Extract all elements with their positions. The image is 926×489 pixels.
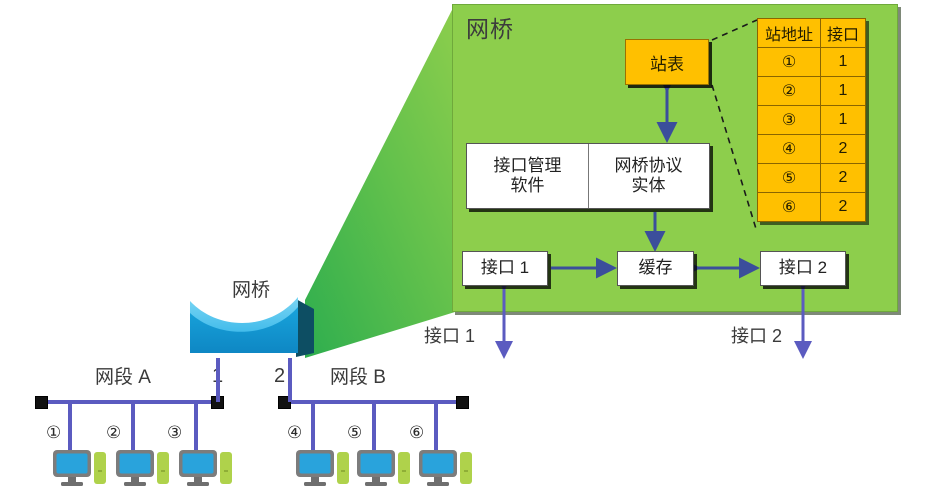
imgmt-line2: 软件 [510, 176, 545, 195]
interface-1-box[interactable]: 接口 1 [462, 251, 548, 286]
cell-port: 2 [820, 134, 866, 164]
label-interface-1: 接口 1 [424, 326, 476, 346]
computer-icon [296, 450, 349, 486]
label-interface-2: 接口 2 [731, 326, 783, 346]
cell-port: 2 [820, 163, 866, 193]
interface-management-software: 接口管理 软件 [467, 144, 589, 208]
cell-station: ① [757, 47, 821, 77]
cell-port: 1 [820, 105, 866, 135]
station-number: ① [46, 423, 62, 442]
computer-icon [419, 450, 472, 486]
bpe-line1: 网桥协议 [614, 155, 683, 175]
cell-station: ② [757, 76, 821, 106]
host-link [68, 402, 72, 450]
table-row: ⑤ 2 [757, 163, 866, 193]
header-station-address: 站地址 [757, 18, 821, 48]
computer-icon [179, 450, 232, 486]
header-interface: 接口 [820, 18, 866, 48]
station-table-box[interactable]: 站表 [625, 39, 709, 85]
label-segment-a: 网段 A [95, 367, 151, 388]
computer-icon [357, 450, 410, 486]
cell-station: ③ [757, 105, 821, 135]
station-number: ④ [287, 423, 303, 442]
table-row: ④ 2 [757, 134, 866, 164]
host-link [311, 402, 315, 450]
interface-2-box[interactable]: 接口 2 [760, 251, 846, 286]
cache-box[interactable]: 缓存 [617, 251, 694, 286]
cell-station: ⑤ [757, 163, 821, 193]
table-row: ② 1 [757, 76, 866, 106]
table-row: ③ 1 [757, 105, 866, 135]
station-number: ③ [167, 423, 183, 442]
cell-port: 1 [820, 76, 866, 106]
cell-port: 1 [820, 47, 866, 77]
host-link [434, 402, 438, 450]
cell-port: 2 [820, 192, 866, 222]
label-segment-b: 网段 B [330, 367, 386, 388]
imgmt-line1: 接口管理 [493, 155, 562, 175]
station-number: ② [106, 423, 122, 442]
label-bridge-icon: 网桥 [232, 280, 271, 301]
panel-title: 网桥 [466, 16, 514, 42]
table-header-row: 站地址 接口 [757, 18, 866, 48]
host-link [131, 402, 135, 450]
station-address-table: 站地址 接口 ① 1 ② 1 ③ 1 ④ 2 ⑤ 2 [757, 18, 866, 222]
table-row: ⑥ 2 [757, 192, 866, 222]
host-link [372, 402, 376, 450]
cell-station: ⑥ [757, 192, 821, 222]
station-number: ⑥ [409, 423, 425, 442]
bridge-port-2-link [288, 358, 292, 402]
table-row: ① 1 [757, 47, 866, 77]
label-port-2: 2 [274, 365, 286, 387]
terminator-a-left [35, 396, 48, 409]
terminator-b-right [456, 396, 469, 409]
cell-station: ④ [757, 134, 821, 164]
computer-icon [116, 450, 169, 486]
computer-icon [53, 450, 106, 486]
terminator-b-left [278, 396, 291, 409]
bpe-line2: 实体 [631, 176, 666, 195]
bridge-port-1-link [216, 358, 220, 402]
host-link [194, 402, 198, 450]
software-entity-box[interactable]: 接口管理 软件 网桥协议 实体 [466, 143, 710, 209]
station-number: ⑤ [347, 423, 363, 442]
bridge-device-icon [190, 297, 314, 357]
bridge-protocol-entity: 网桥协议 实体 [588, 144, 709, 208]
